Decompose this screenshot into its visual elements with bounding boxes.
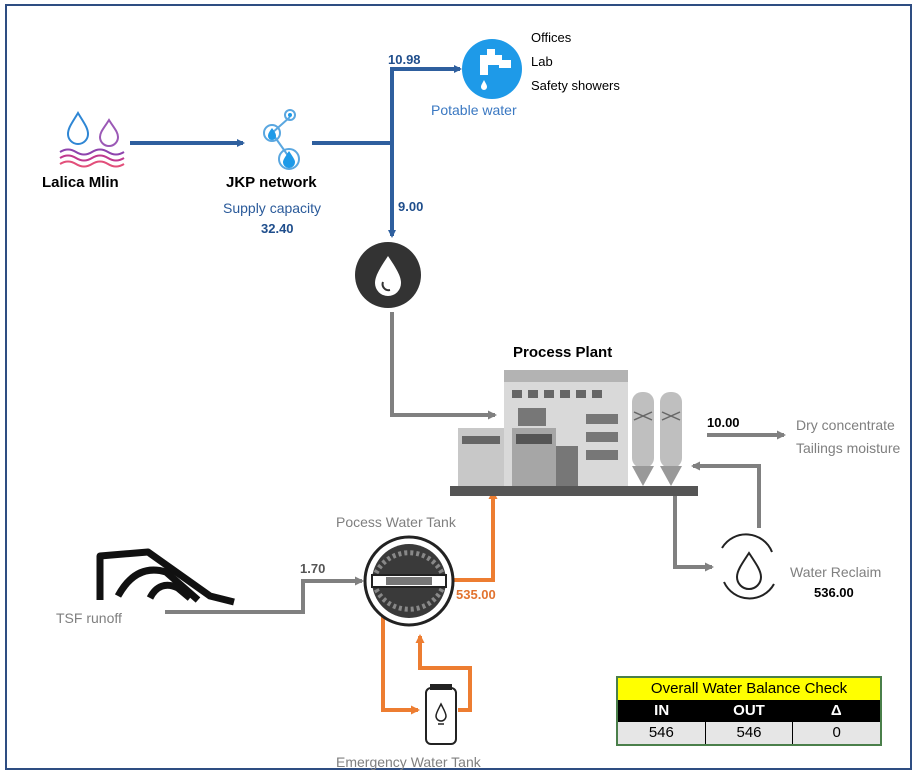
potable-water-label: Potable water <box>431 102 517 118</box>
plant-output-flow-value: 10.00 <box>707 416 740 431</box>
balance-header-delta: Δ <box>793 700 880 722</box>
output-dry-concentrate: Dry concentrate <box>796 417 895 433</box>
emergency-tank-icon <box>426 684 456 744</box>
raw-to-plant-flow-value: 9.00 <box>398 200 423 215</box>
potable-use-safety-showers: Safety showers <box>531 79 620 94</box>
emergency-tank-label: Emergency Water Tank <box>336 754 481 770</box>
process-water-tank-label: Pocess Water Tank <box>336 514 456 530</box>
plant-title: Process Plant <box>513 344 612 361</box>
water-reclaim-label: Water Reclaim <box>790 564 881 580</box>
balance-title: Overall Water Balance Check <box>618 678 880 700</box>
supply-capacity-value: 32.40 <box>261 222 294 237</box>
balance-value-row: 546 546 0 <box>618 722 880 744</box>
process-plant-icon <box>450 370 698 496</box>
raw-water-drop-icon <box>355 242 421 308</box>
raw-to-plant-pipe <box>392 312 495 415</box>
potable-use-offices: Offices <box>531 31 571 46</box>
water-reclaim-icon <box>722 534 774 598</box>
tsf-flow-value: 1.70 <box>300 562 325 577</box>
tsf-dam-icon <box>100 552 234 602</box>
balance-value-out: 546 <box>706 722 794 744</box>
plant-to-reclaim-pipe <box>675 495 712 567</box>
potable-flow-value: 10.98 <box>388 53 421 68</box>
network-icon <box>264 110 299 169</box>
balance-header-row: IN OUT Δ <box>618 700 880 722</box>
potable-use-lab: Lab <box>531 55 553 70</box>
tsf-runoff-label: TSF runoff <box>56 610 122 626</box>
water-source-icon <box>60 113 124 167</box>
source-label: Lalica Mlin <box>42 174 119 191</box>
balance-value-in: 546 <box>618 722 706 744</box>
balance-header-out: OUT <box>705 700 792 722</box>
tank-to-plant-pipe <box>452 492 493 580</box>
reclaim-return-pipe <box>693 466 759 528</box>
balance-value-delta: 0 <box>793 722 880 744</box>
potable-water-tap-icon <box>462 39 522 99</box>
balance-header-in: IN <box>618 700 705 722</box>
output-tailings-moisture: Tailings moisture <box>796 440 900 456</box>
water-reclaim-flow-value: 536.00 <box>814 586 854 601</box>
tank-to-plant-flow-value: 535.00 <box>456 588 496 603</box>
water-balance-check-table: Overall Water Balance Check IN OUT Δ 546… <box>616 676 882 746</box>
network-label: JKP network <box>226 174 317 191</box>
supply-capacity-label: Supply capacity <box>223 200 321 216</box>
process-water-tank-icon <box>365 537 453 625</box>
